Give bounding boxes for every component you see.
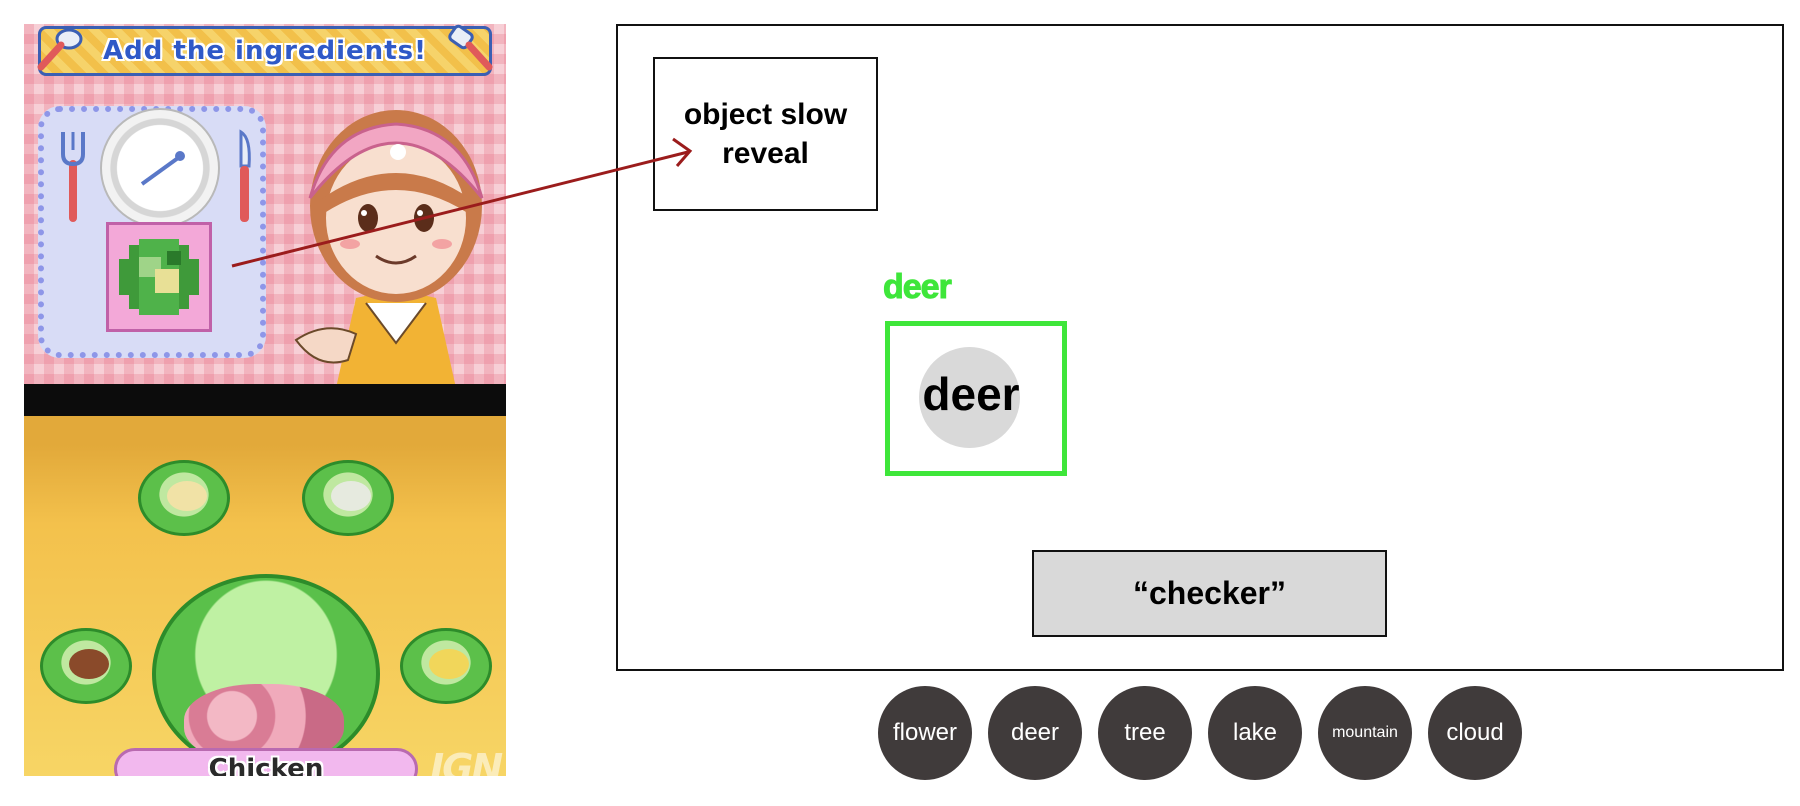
ingredient-bowl-egg[interactable]	[400, 628, 492, 704]
checker-label: “checker”	[1133, 575, 1286, 611]
choice-lake-button[interactable]: lake	[1208, 686, 1302, 780]
ingredient-name: Chicken	[208, 754, 324, 776]
game-bottom-screen: Chicken IGN	[24, 416, 506, 776]
cooking-mama-character	[294, 110, 484, 388]
instruction-banner: Add the ingredients!	[37, 24, 493, 76]
checker-box[interactable]: “checker”	[1032, 550, 1387, 637]
ingredient-card	[106, 222, 212, 332]
pixelated-ingredient-icon	[119, 239, 199, 315]
ingredient-bowl-salt[interactable]	[138, 460, 230, 536]
banner-title: Add the ingredients!	[103, 36, 427, 66]
screen-divider	[24, 384, 506, 416]
target-box	[885, 321, 1067, 476]
ingredient-label: Chicken	[114, 748, 418, 776]
target-word-label: deer	[883, 268, 953, 307]
target-circle	[919, 347, 1020, 448]
reveal-label: object slow reveal	[683, 98, 848, 170]
choice-cloud-button[interactable]: cloud	[1428, 686, 1522, 780]
plate	[100, 108, 220, 228]
knife-icon	[239, 129, 251, 222]
game-screenshot: Add the ingredients!	[24, 24, 506, 776]
target-word: deer	[922, 368, 1020, 420]
spoon-icon	[37, 28, 83, 71]
ign-watermark: IGN	[430, 746, 503, 776]
fork-icon	[61, 132, 85, 222]
choice-mountain-button[interactable]: mountain	[1318, 686, 1412, 780]
object-slow-reveal-box: object slow reveal	[653, 57, 878, 211]
choice-deer-button[interactable]: deer	[988, 686, 1082, 780]
plate-utensil-icon	[140, 151, 185, 186]
game-top-screen: Add the ingredients!	[24, 24, 506, 388]
ingredient-bowl-sauce[interactable]	[40, 628, 132, 704]
mockup-frame	[616, 24, 1784, 671]
choice-tree-button[interactable]: tree	[1098, 686, 1192, 780]
ingredient-bowl-flour[interactable]	[302, 460, 394, 536]
choice-flower-button[interactable]: flower	[878, 686, 972, 780]
spatula-icon	[448, 24, 493, 71]
